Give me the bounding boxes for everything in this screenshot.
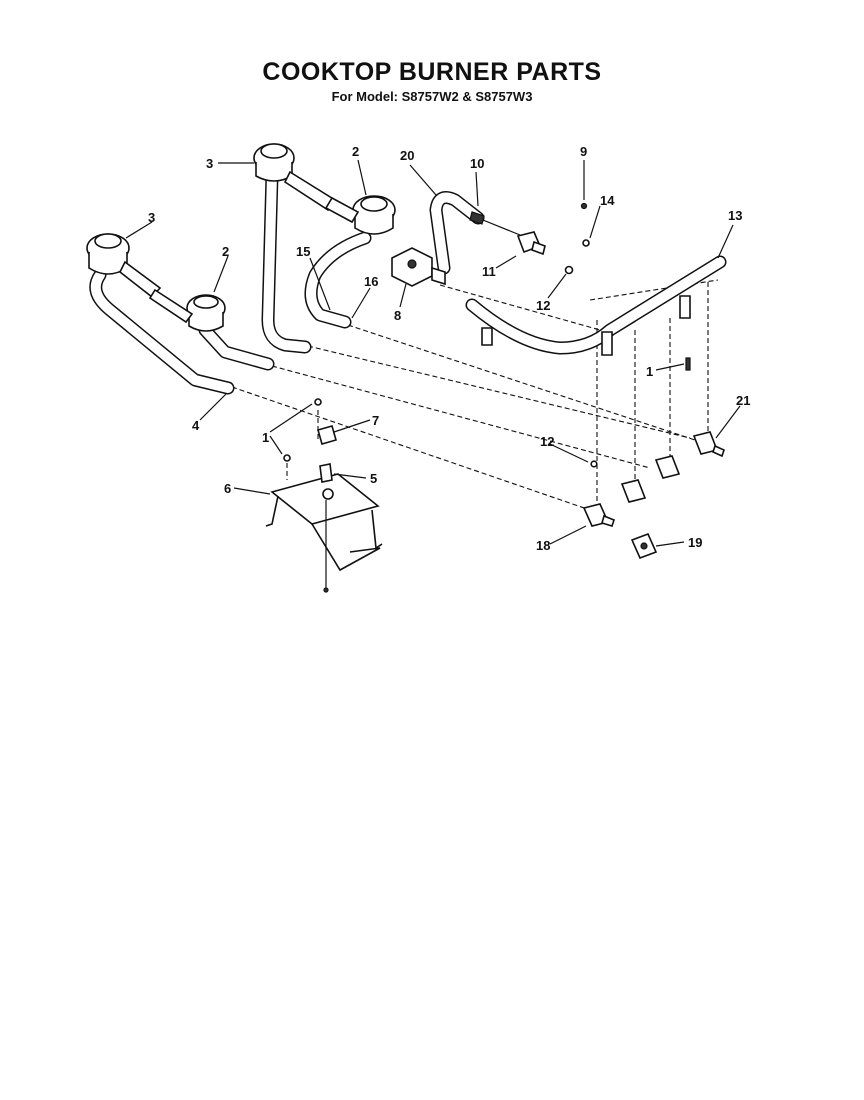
valve-middle-left: [620, 479, 647, 503]
valve-21: [692, 431, 725, 458]
fitting-10: [469, 211, 485, 225]
callout-14: 14: [600, 193, 615, 208]
callout-6: 6: [224, 481, 231, 496]
callout-13: 13: [728, 208, 742, 223]
callout-7: 7: [372, 413, 379, 428]
callout-3-front: 3: [148, 210, 155, 225]
callout-labels: 3 2 20 10 9 14 13 3 2 15 16 11 12 8 1 21…: [148, 144, 750, 553]
callout-10: 10: [470, 156, 484, 171]
callout-19: 19: [688, 535, 702, 550]
valve-middle-right: [654, 455, 681, 479]
gas-line-20: [429, 191, 521, 275]
model-subtitle: For Model: S8757W2 & S8757W3: [331, 89, 533, 104]
valve-fitting-11: [516, 231, 546, 256]
callout-8: 8: [394, 308, 401, 323]
callout-1-left: 1: [262, 430, 269, 445]
valve-18: [582, 503, 615, 527]
small-parts: [283, 202, 691, 468]
pressure-regulator-8: [391, 247, 446, 287]
burner-rear-right-2: [324, 195, 396, 235]
front-burner-tubes: [89, 268, 275, 395]
callout-1-right: 1: [646, 364, 653, 379]
callout-18: 18: [536, 538, 550, 553]
callout-9: 9: [580, 144, 587, 159]
callout-12-bottom: 12: [540, 434, 554, 449]
clip-7: [317, 425, 337, 445]
burner-rear-left-3: [253, 143, 337, 212]
callout-11: 11: [482, 264, 496, 279]
burner-front-right-2: [148, 288, 226, 332]
callout-4: 4: [192, 418, 200, 433]
callout-leaders: [125, 159, 741, 547]
gas-manifold: [465, 255, 727, 356]
callout-21: 21: [736, 393, 750, 408]
callout-2-front: 2: [222, 244, 229, 259]
callout-15: 15: [296, 244, 310, 259]
callout-2-rear: 2: [352, 144, 359, 159]
callout-20: 20: [400, 148, 414, 163]
callout-3-rear: 3: [206, 156, 213, 171]
callout-5: 5: [370, 471, 377, 486]
knob-19: [630, 532, 658, 560]
page-title: COOKTOP BURNER PARTS: [262, 58, 602, 86]
callout-16: 16: [364, 274, 378, 289]
ignitor-bracket-6: [265, 473, 383, 593]
callout-12-top: 12: [536, 298, 550, 313]
rear-burner-tubes: [261, 168, 372, 354]
ignitor-5: [319, 463, 333, 483]
